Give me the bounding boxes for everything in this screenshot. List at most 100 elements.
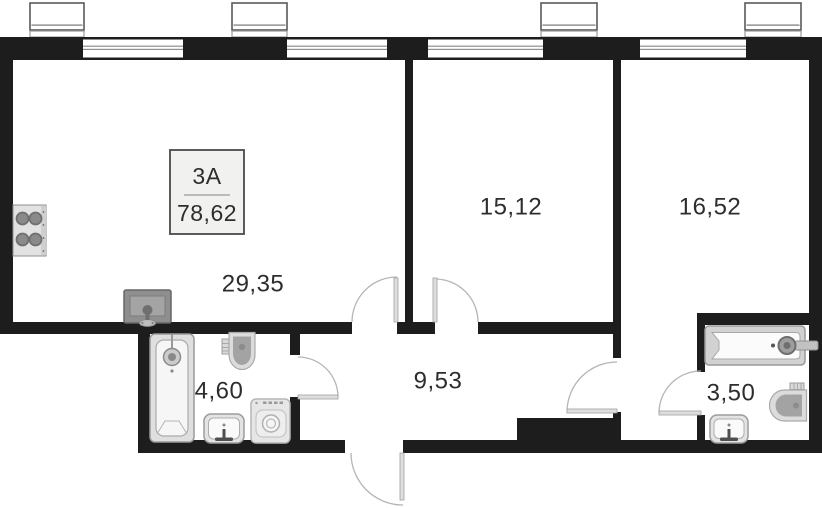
faucet-head	[142, 305, 153, 315]
window-opening	[640, 39, 746, 58]
toilet-drain	[238, 343, 246, 351]
toilet-icon	[768, 382, 808, 422]
stove-icon	[12, 204, 47, 257]
wall-bottom-step	[517, 418, 613, 442]
room-labels: 29,35 15,12 16,52 9,53 4,60 3,50	[195, 194, 756, 407]
door-swing-arc	[658, 370, 702, 414]
window-box-icon	[231, 2, 288, 38]
door-swing-arc	[297, 356, 339, 398]
faucet-stem	[727, 429, 731, 440]
doors	[297, 276, 702, 506]
washbasin-icon	[709, 414, 749, 444]
wall-bathroom2-left-lower	[697, 415, 705, 443]
wall-top	[0, 37, 822, 60]
wall-left	[0, 37, 13, 334]
door-swing-arc	[351, 276, 398, 323]
burner	[28, 211, 43, 226]
window-opening	[83, 39, 183, 58]
wall-bedroom1-bedroom2	[613, 57, 621, 358]
burner	[28, 232, 43, 247]
washing-machine-icon	[250, 398, 291, 444]
entrance-door-icon	[350, 452, 405, 506]
wall-bedroom1-bottom	[478, 322, 613, 334]
washer-control	[279, 401, 283, 404]
window-sill	[29, 30, 85, 38]
door-icon	[658, 370, 702, 416]
basin-drain	[727, 423, 731, 427]
door-icon	[566, 361, 618, 414]
wall-bathroom1-right-upper	[290, 334, 300, 355]
wall-living-bedroom1	[405, 57, 413, 322]
window-box-icon	[29, 2, 85, 38]
unit-type-label: 3A	[192, 163, 221, 189]
window-box-frame	[540, 2, 598, 31]
wall-bathroom2-left-upper	[697, 325, 705, 372]
drain-dot	[771, 343, 775, 348]
room-area-bedroom-2: 16,52	[679, 194, 742, 221]
bathtub-icon	[149, 333, 195, 443]
door-leaf	[566, 408, 618, 414]
bathtub-icon	[704, 325, 819, 366]
stove-knob	[42, 237, 45, 239]
glazing-line	[428, 45, 543, 47]
burner	[15, 232, 30, 247]
window-box-frame	[744, 2, 802, 31]
faucet-stub	[794, 340, 819, 351]
window-sill	[744, 30, 802, 38]
burner	[15, 211, 30, 226]
unit-total-area: 78,62	[177, 200, 237, 226]
wall-bathroom2-top	[697, 313, 809, 325]
door-leaf	[658, 410, 702, 416]
glazing-line	[287, 48, 387, 50]
window-box-line	[233, 24, 286, 26]
room-area-hallway: 9,53	[414, 368, 463, 395]
glazing-line	[640, 45, 746, 47]
unit-box-frame	[169, 149, 245, 235]
flush-block	[789, 382, 805, 390]
window-icon	[640, 39, 746, 58]
glazing-line	[640, 48, 746, 50]
faucet-handle	[151, 322, 154, 324]
window-box-frame	[29, 2, 85, 31]
washbasin-icon	[203, 413, 245, 444]
window-box-line	[746, 24, 800, 26]
window-boxes	[29, 2, 802, 38]
door-leaf	[432, 277, 438, 323]
wall-hall-vestibule-lower	[613, 412, 621, 443]
fixtures	[12, 204, 819, 444]
toilet-seat	[233, 336, 251, 366]
door-icon	[432, 277, 479, 323]
washer-control	[263, 401, 267, 404]
room-area-bathroom-2: 3,50	[707, 380, 756, 407]
wall-between-doors	[397, 322, 435, 334]
wall-bathroom1-right-lower	[290, 397, 300, 443]
door-leaf	[297, 394, 339, 400]
window-box-icon	[540, 2, 598, 38]
basin-drain	[222, 423, 226, 427]
faucet-stem	[222, 429, 226, 440]
kitchen-sink-icon	[123, 289, 172, 327]
door-swing-arc	[566, 361, 618, 413]
stove-panel	[41, 206, 46, 255]
window-opening	[428, 39, 543, 58]
door-icon	[351, 276, 399, 323]
washer-control	[274, 401, 278, 404]
window-box-frame	[231, 2, 288, 31]
door-icon	[297, 356, 339, 400]
window-opening	[287, 39, 387, 58]
window-sill	[231, 30, 288, 38]
drain-dot	[170, 369, 174, 373]
stove-knob	[42, 211, 45, 213]
windows	[83, 39, 746, 58]
unit-label-box: 3A 78,62	[169, 149, 245, 235]
toilet-drain	[793, 402, 799, 409]
washer-knob	[255, 401, 258, 405]
door-leaf	[393, 277, 399, 323]
bathtub-basin	[710, 332, 801, 360]
door-swing-arc	[434, 278, 479, 323]
window-icon	[287, 39, 387, 58]
wall-bathroom1-left	[138, 334, 150, 444]
glazing-line	[83, 45, 183, 47]
